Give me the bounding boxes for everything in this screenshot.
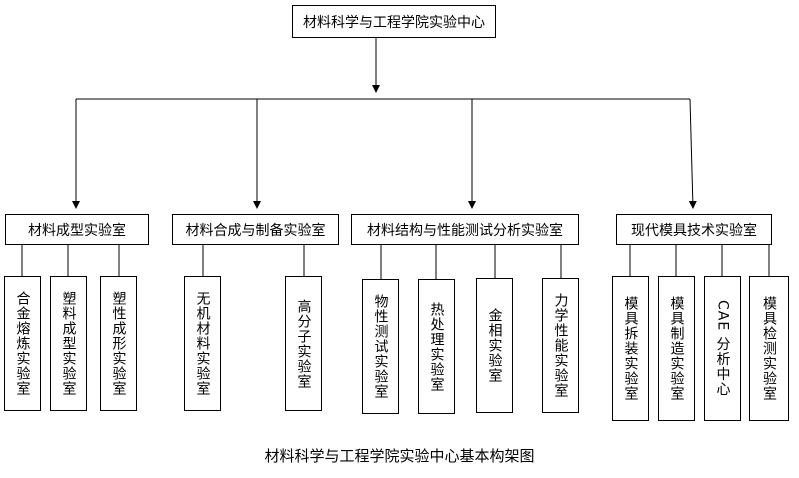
lab-label: 模具拆装实验室 xyxy=(622,296,639,401)
lab-label: CAE 分析中心 xyxy=(714,300,731,397)
lab-label: 合金熔炼实验室 xyxy=(14,291,31,396)
lab-node: 物性测试实验室 xyxy=(362,279,399,414)
dept-node-materials-forming: 材料成型实验室 xyxy=(5,214,149,245)
lab-node: 力学性能实验室 xyxy=(542,278,579,413)
lab-node: 金相实验室 xyxy=(476,278,513,413)
lab-node: 模具制造实验室 xyxy=(658,276,695,421)
lab-node: 模具拆装实验室 xyxy=(612,276,649,421)
lab-label: 高分子实验室 xyxy=(295,298,312,389)
lab-node: 无机材料实验室 xyxy=(184,276,221,411)
root-label: 材料科学与工程学院实验中心 xyxy=(303,14,485,31)
lab-node: 合金熔炼实验室 xyxy=(4,276,41,411)
dept-label: 材料合成与制备实验室 xyxy=(185,222,326,239)
lab-node: 热处理实验室 xyxy=(418,279,455,414)
lab-node: CAE 分析中心 xyxy=(704,276,741,421)
dept-node-materials-synthesis: 材料合成与制备实验室 xyxy=(172,214,339,245)
lab-label: 无机材料实验室 xyxy=(194,291,211,396)
dept-label: 材料成型实验室 xyxy=(28,222,126,239)
lab-label: 金相实验室 xyxy=(486,308,503,383)
lab-label: 模具检测实验室 xyxy=(761,296,777,401)
dept-label: 现代模具技术实验室 xyxy=(631,222,757,239)
lab-node: 塑料成型实验室 xyxy=(50,276,87,411)
lab-node: 模具检测实验室 xyxy=(749,276,789,421)
connector-dept-4 xyxy=(688,98,697,209)
lab-label: 热处理实验室 xyxy=(428,301,445,392)
lab-label: 物性测试实验室 xyxy=(372,294,389,399)
root-node: 材料科学与工程学院实验中心 xyxy=(292,5,496,38)
dept-node-modern-mold: 现代模具技术实验室 xyxy=(616,214,772,245)
lab-node: 高分子实验室 xyxy=(285,276,322,411)
diagram-caption: 材料科学与工程学院实验中心基本构架图 xyxy=(264,447,535,465)
lab-node: 塑性成形实验室 xyxy=(100,276,137,411)
lab-label: 塑性成形实验室 xyxy=(110,291,127,396)
lab-label: 塑料成型实验室 xyxy=(60,291,77,396)
dept-node-structure-testing: 材料结构与性能测试分析实验室 xyxy=(351,214,579,245)
dept-label: 材料结构与性能测试分析实验室 xyxy=(367,222,563,239)
lab-label: 力学性能实验室 xyxy=(552,293,569,398)
lab-label: 模具制造实验室 xyxy=(668,296,685,401)
